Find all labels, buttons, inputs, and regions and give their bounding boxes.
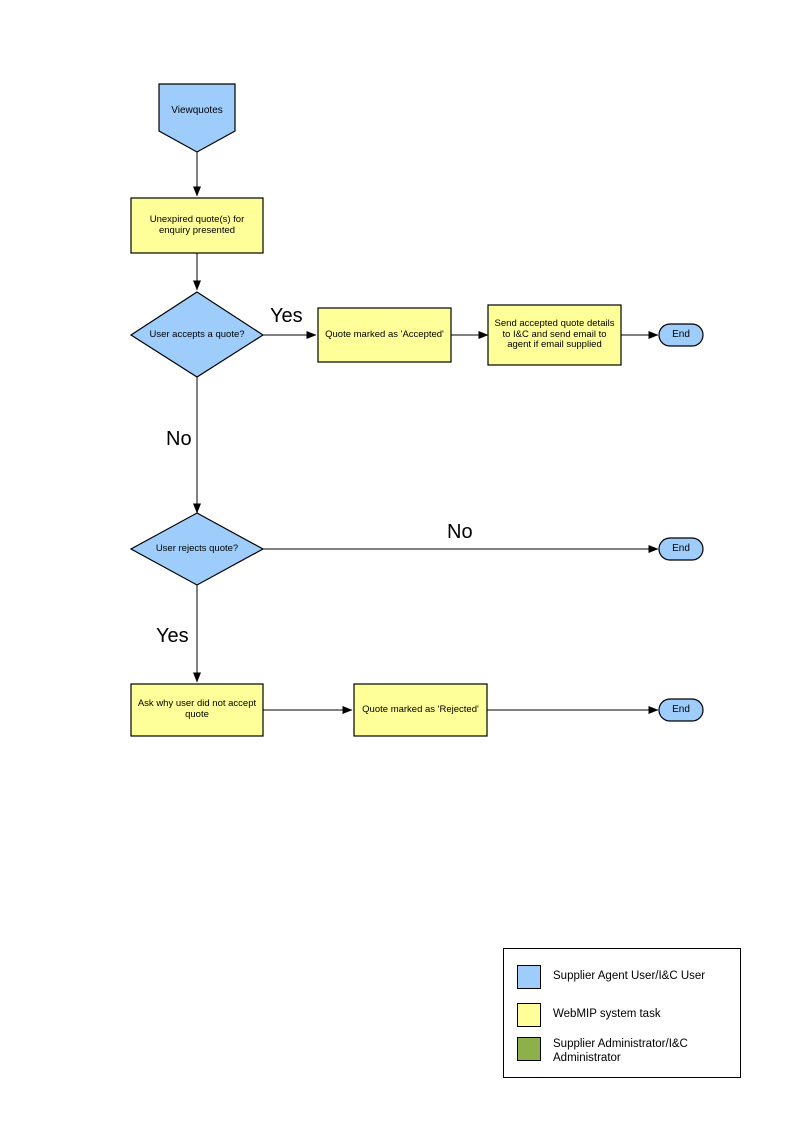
legend-swatch-green-icon — [517, 1037, 541, 1061]
node-start-shape — [158, 83, 236, 153]
legend-label-supplier-administrator: Supplier Administrator/I&C Administrator — [553, 1038, 688, 1065]
node-accepts-shape — [129, 291, 265, 378]
legend-item-webmip-system-task: WebMIP system task — [517, 1003, 661, 1027]
node-askwhy-shape — [130, 683, 264, 737]
node-end2-shape — [658, 537, 704, 561]
connectors — [193, 151, 659, 714]
node-accepted-shape — [317, 307, 452, 363]
node-rejected-shape — [353, 683, 488, 737]
legend-swatch-yellow-icon — [517, 1003, 541, 1027]
legend-item-supplier-administrator: Supplier Administrator/I&C Administrator — [517, 1037, 735, 1066]
node-unexpired-shape — [130, 197, 264, 254]
node-end1-shape — [658, 323, 704, 347]
legend: Supplier Agent User/I&C User WebMIP syst… — [503, 948, 741, 1078]
node-end3-shape — [658, 698, 704, 722]
legend-label-supplier-agent-user: Supplier Agent User/I&C User — [553, 970, 706, 982]
legend-item-supplier-agent-user: Supplier Agent User/I&C User — [517, 965, 705, 989]
legend-label-webmip-system-task: WebMIP system task — [553, 1008, 661, 1020]
node-rejects-shape — [129, 512, 265, 586]
node-senddetails-shape — [487, 304, 622, 366]
legend-swatch-blue-icon — [517, 965, 541, 989]
